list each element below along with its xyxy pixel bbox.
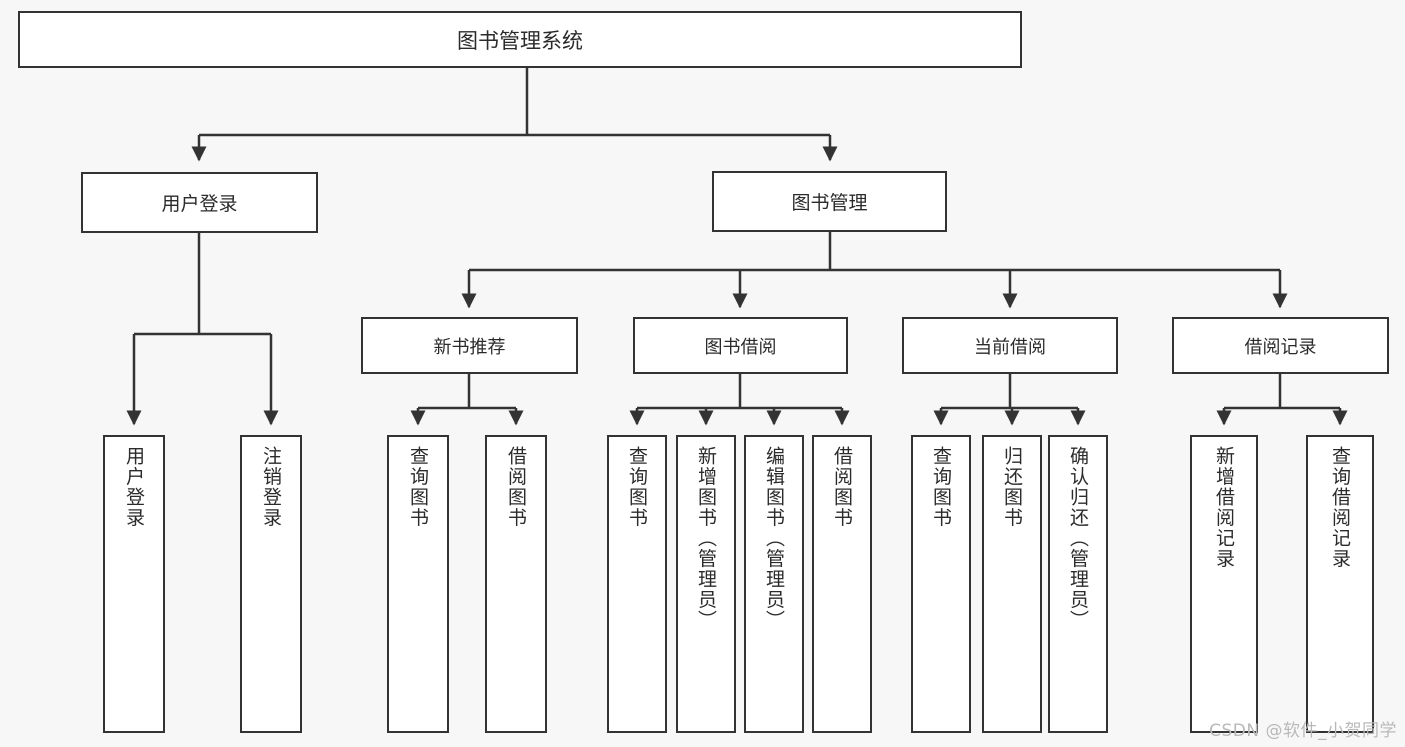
leaf-node-label: 归还图书 — [1001, 446, 1023, 528]
leaf-node-label: 用户登录 — [123, 446, 145, 528]
leaf-node[interactable]: 借阅图书 — [485, 435, 547, 733]
leaf-node[interactable]: 借阅图书 — [812, 435, 872, 733]
leaf-node[interactable]: 编辑图书（管理员） — [744, 435, 804, 733]
leaf-node[interactable]: 注销登录 — [240, 435, 302, 733]
leaf-node-label: 新增图书（管理员） — [695, 446, 717, 631]
leaf-node[interactable]: 新增图书（管理员） — [676, 435, 736, 733]
node-book-borrow-label: 图书借阅 — [704, 336, 777, 358]
leaf-node-label: 注销登录 — [260, 446, 282, 528]
node-user-login[interactable]: 用户登录 — [81, 172, 318, 233]
leaf-node[interactable]: 用户登录 — [103, 435, 165, 733]
node-borrow-record[interactable]: 借阅记录 — [1172, 317, 1389, 374]
leaf-node-label: 查询图书 — [930, 446, 952, 528]
leaf-node-label: 借阅图书 — [831, 446, 853, 528]
node-new-book-recommend-label: 新书推荐 — [433, 336, 506, 358]
node-root[interactable]: 图书管理系统 — [18, 11, 1022, 68]
node-book-management[interactable]: 图书管理 — [712, 171, 947, 232]
node-new-book-recommend[interactable]: 新书推荐 — [361, 317, 578, 374]
leaf-node-label: 借阅图书 — [505, 446, 527, 528]
leaf-node[interactable]: 归还图书 — [982, 435, 1042, 733]
node-book-management-label: 图书管理 — [791, 192, 868, 214]
leaf-node-label: 确认归还（管理员） — [1067, 446, 1089, 631]
leaf-node[interactable]: 确认归还（管理员） — [1048, 435, 1108, 733]
node-current-borrow[interactable]: 当前借阅 — [902, 317, 1118, 374]
leaf-node[interactable]: 查询图书 — [911, 435, 971, 733]
leaf-node-label: 新增借阅记录 — [1213, 446, 1235, 569]
node-root-label: 图书管理系统 — [457, 28, 583, 53]
leaf-node[interactable]: 查询图书 — [607, 435, 667, 733]
leaf-node[interactable]: 查询借阅记录 — [1306, 435, 1374, 733]
leaf-node-label: 查询图书 — [626, 446, 648, 528]
watermark: CSDN @软件_小贺同学 — [1209, 721, 1397, 741]
leaf-node[interactable]: 新增借阅记录 — [1190, 435, 1258, 733]
leaf-node-label: 编辑图书（管理员） — [763, 446, 785, 631]
node-book-borrow[interactable]: 图书借阅 — [633, 317, 848, 374]
leaf-node-label: 查询图书 — [407, 446, 429, 528]
node-user-login-label: 用户登录 — [161, 193, 238, 215]
leaf-node-label: 查询借阅记录 — [1329, 446, 1351, 569]
leaf-node[interactable]: 查询图书 — [387, 435, 449, 733]
node-borrow-record-label: 借阅记录 — [1244, 336, 1317, 358]
node-current-borrow-label: 当前借阅 — [974, 336, 1046, 358]
